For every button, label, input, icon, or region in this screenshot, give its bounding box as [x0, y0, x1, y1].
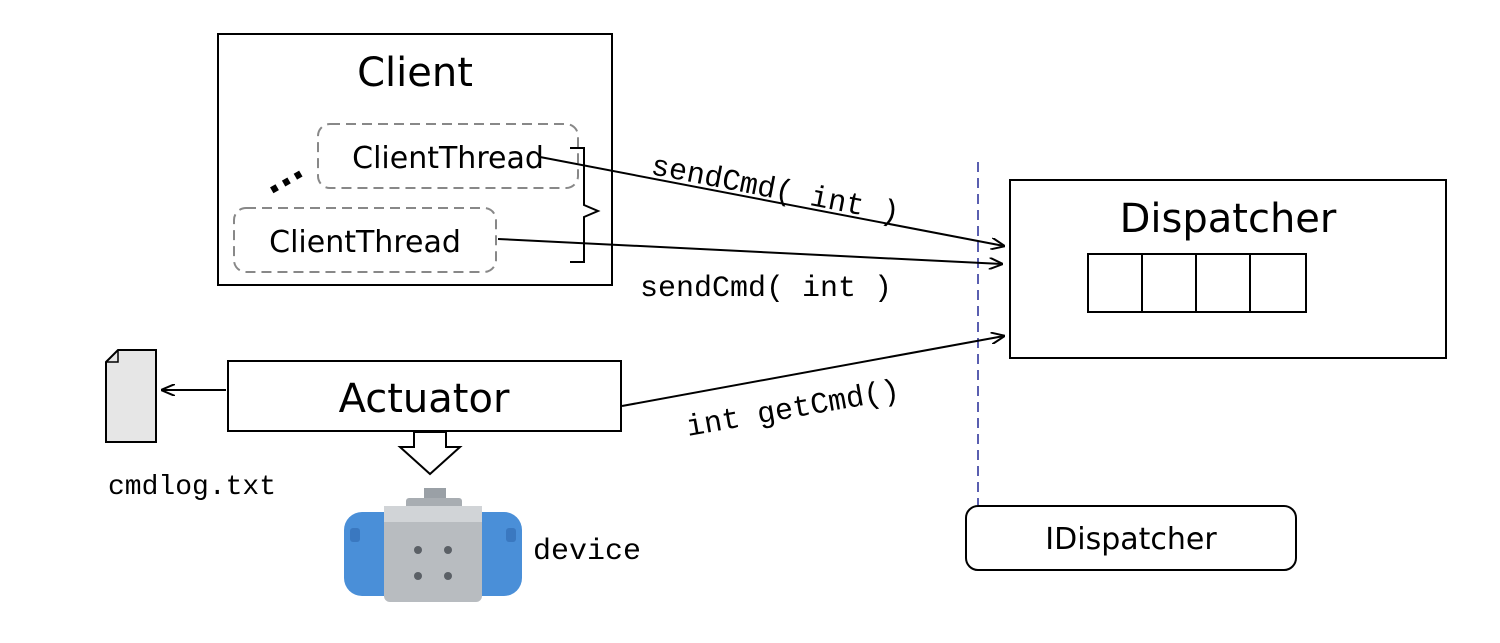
actuator-box: Actuator: [227, 360, 622, 432]
client-thread-box-1: ClientThread: [317, 123, 579, 189]
send-cmd-arrow-2: [497, 238, 1002, 264]
get-cmd-label: int getCmd(): [684, 375, 903, 446]
log-file-label: cmdlog.txt: [108, 472, 276, 503]
client-thread-box-2: ClientThread: [233, 207, 497, 273]
queue-slot: [1195, 253, 1251, 313]
device-label: device: [533, 535, 641, 569]
thread-group-brace: [570, 147, 601, 263]
queue-slot: [1141, 253, 1197, 313]
queue-slot: [1249, 253, 1307, 313]
actuator-title: Actuator: [339, 376, 510, 422]
send-cmd-arrow-1: [539, 156, 1004, 246]
send-cmd-label-2: sendCmd( int ): [640, 272, 892, 306]
get-cmd-arrow: [621, 336, 1004, 407]
dispatcher-box: Dispatcher: [1009, 179, 1447, 359]
device-icon: [344, 488, 522, 602]
idispatcher-label: IDispatcher: [1045, 522, 1217, 557]
command-queue: [1087, 253, 1307, 313]
client-thread-label: ClientThread: [352, 141, 544, 176]
client-title: Client: [357, 50, 473, 96]
file-icon: [105, 349, 157, 443]
idispatcher-box: IDispatcher: [965, 505, 1297, 571]
client-box: Client ClientThread ClientThread ...: [217, 33, 613, 286]
queue-slot: [1087, 253, 1143, 313]
client-thread-label: ClientThread: [269, 225, 461, 260]
control-arrow-icon: [397, 431, 463, 476]
dispatcher-title: Dispatcher: [1120, 196, 1337, 242]
send-cmd-label-1: sendCmd( int ): [648, 150, 902, 231]
